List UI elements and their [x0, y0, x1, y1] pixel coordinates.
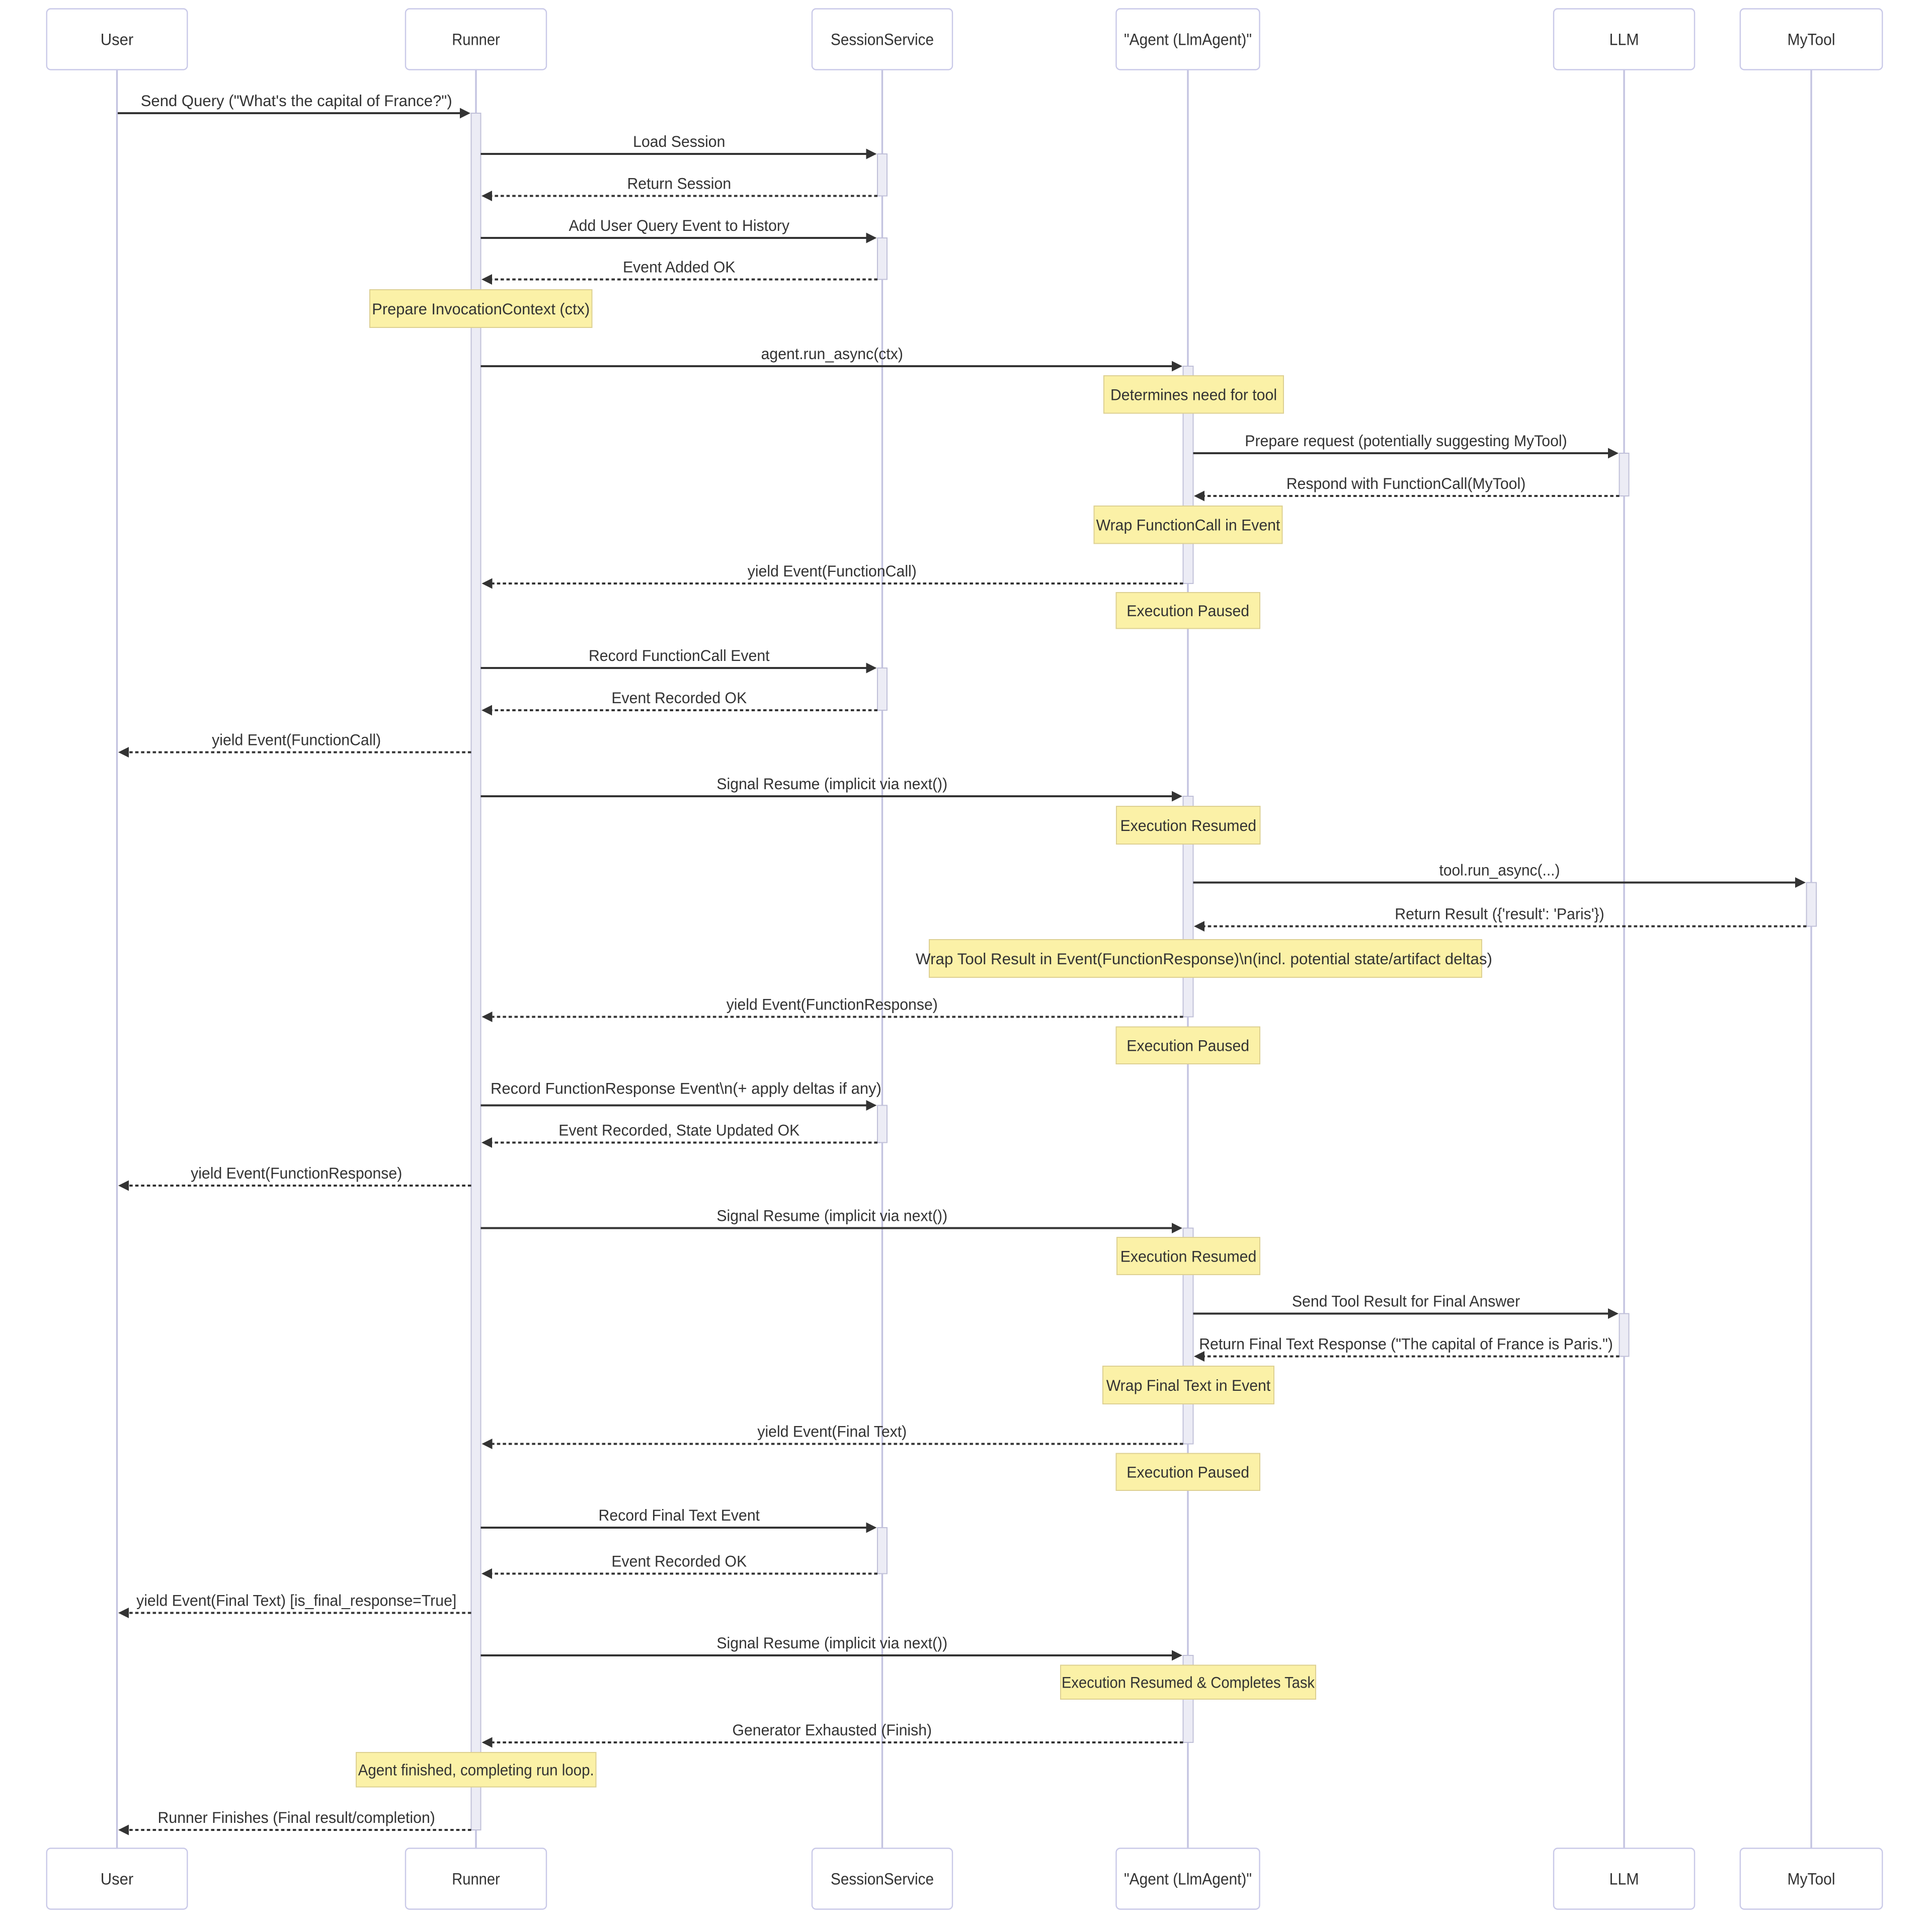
svg-text:yield Event(FunctionResponse): yield Event(FunctionResponse) [727, 995, 938, 1014]
svg-text:Return Result ({'result': 'Par: Return Result ({'result': 'Paris'}) [1395, 905, 1604, 923]
svg-text:Agent finished, completing run: Agent finished, completing run loop. [358, 1761, 594, 1779]
svg-text:yield Event(Final Text) [is_fi: yield Event(Final Text) [is_final_respon… [136, 1592, 456, 1610]
svg-text:Respond with FunctionCall(MyTo: Respond with FunctionCall(MyTool) [1286, 474, 1526, 492]
svg-text:Wrap Tool Result in Event(Func: Wrap Tool Result in Event(FunctionRespon… [916, 950, 1492, 968]
svg-text:Event Recorded OK: Event Recorded OK [611, 689, 747, 707]
svg-text:Wrap FunctionCall in Event: Wrap FunctionCall in Event [1096, 516, 1280, 534]
svg-text:"Agent (LlmAgent)": "Agent (LlmAgent)" [1124, 1870, 1252, 1888]
svg-text:"Agent (LlmAgent)": "Agent (LlmAgent)" [1124, 30, 1252, 48]
svg-text:Signal Resume (implicit via ne: Signal Resume (implicit via next()) [716, 775, 947, 793]
svg-text:Return Final Text Response ("T: Return Final Text Response ("The capital… [1199, 1335, 1613, 1353]
svg-text:Execution Paused: Execution Paused [1126, 1037, 1249, 1055]
svg-text:Send Query ("What's the capita: Send Query ("What's the capital of Franc… [141, 92, 452, 110]
svg-text:Execution Resumed: Execution Resumed [1120, 1247, 1257, 1265]
svg-text:Event Recorded OK: Event Recorded OK [611, 1552, 747, 1570]
svg-text:Runner: Runner [452, 1870, 500, 1888]
svg-text:Signal Resume (implicit via ne: Signal Resume (implicit via next()) [716, 1634, 947, 1652]
svg-text:Event Added OK: Event Added OK [623, 258, 736, 276]
svg-text:yield Event(FunctionCall): yield Event(FunctionCall) [212, 731, 381, 749]
svg-text:yield Event(FunctionResponse): yield Event(FunctionResponse) [191, 1164, 402, 1182]
svg-text:SessionService: SessionService [831, 30, 934, 48]
svg-text:Execution Resumed: Execution Resumed [1120, 816, 1257, 834]
svg-text:Execution Paused: Execution Paused [1126, 602, 1249, 620]
svg-text:Send Tool Result for Final Ans: Send Tool Result for Final Answer [1292, 1292, 1520, 1310]
svg-text:agent.run_async(ctx): agent.run_async(ctx) [761, 345, 903, 363]
svg-text:Wrap Final Text in Event: Wrap Final Text in Event [1106, 1376, 1271, 1394]
svg-text:LLM: LLM [1609, 30, 1639, 48]
svg-text:tool.run_async(...): tool.run_async(...) [1439, 861, 1560, 879]
svg-text:Add User Query Event to Histor: Add User Query Event to History [569, 216, 790, 234]
svg-text:Record Final Text Event: Record Final Text Event [599, 1506, 760, 1524]
svg-text:yield Event(Final Text): yield Event(Final Text) [757, 1423, 907, 1441]
svg-text:Execution Paused: Execution Paused [1126, 1463, 1249, 1481]
svg-text:Record FunctionResponse Event\: Record FunctionResponse Event\n(+ apply … [491, 1079, 881, 1098]
svg-text:Runner Finishes (Final result/: Runner Finishes (Final result/completion… [158, 1808, 435, 1826]
svg-text:Load Session: Load Session [633, 132, 725, 150]
svg-text:Return Session: Return Session [627, 175, 731, 193]
svg-text:Execution Resumed & Completes: Execution Resumed & Completes Task [1062, 1674, 1315, 1692]
svg-text:Determines need for tool: Determines need for tool [1110, 386, 1277, 404]
svg-text:Generator Exhausted (Finish): Generator Exhausted (Finish) [732, 1721, 932, 1739]
svg-text:MyTool: MyTool [1788, 30, 1835, 48]
svg-text:User: User [101, 30, 134, 48]
svg-text:Signal Resume (implicit via ne: Signal Resume (implicit via next()) [716, 1207, 947, 1225]
svg-text:Prepare request (potentially s: Prepare request (potentially suggesting … [1245, 432, 1567, 450]
svg-text:Prepare InvocationContext (ctx: Prepare InvocationContext (ctx) [372, 300, 590, 318]
svg-text:Runner: Runner [452, 30, 500, 48]
svg-text:Event Recorded, State Updated: Event Recorded, State Updated OK [558, 1121, 799, 1139]
svg-text:LLM: LLM [1609, 1870, 1639, 1888]
svg-text:User: User [101, 1870, 134, 1888]
svg-text:SessionService: SessionService [831, 1870, 934, 1888]
svg-text:yield Event(FunctionCall): yield Event(FunctionCall) [748, 562, 917, 580]
svg-text:MyTool: MyTool [1788, 1870, 1835, 1888]
svg-text:Record FunctionCall Event: Record FunctionCall Event [589, 646, 770, 664]
